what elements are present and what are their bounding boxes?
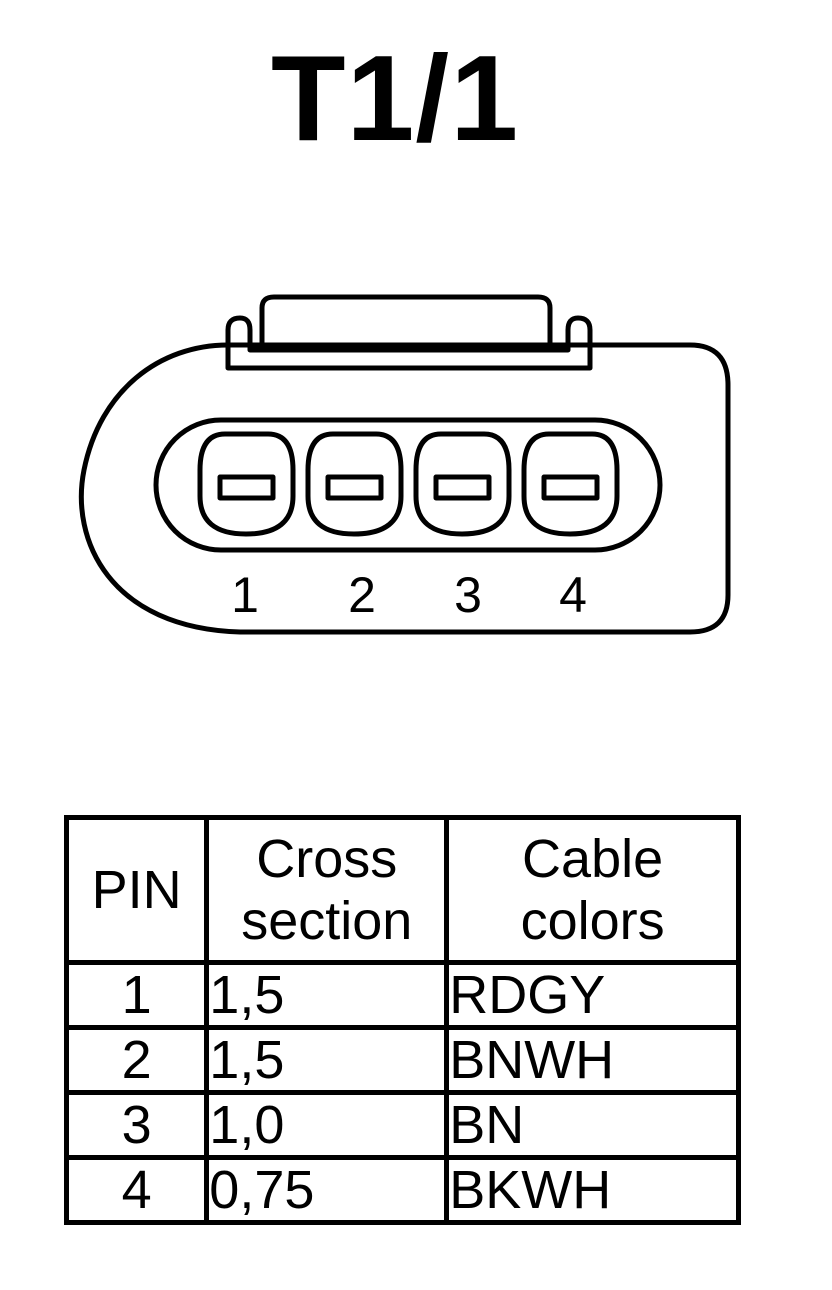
- table-row: 2 1,5 BNWH: [63, 1025, 741, 1095]
- pin-assignment-table: PIN Cross section Cable colors 1 1,5 RDG…: [63, 815, 741, 1225]
- cell-pin: 3: [63, 1090, 210, 1160]
- cell-cross-section: 0,75: [204, 1155, 450, 1225]
- pin-label-3: 3: [454, 567, 482, 623]
- header-pin: PIN: [63, 815, 210, 965]
- cell-pin: 4: [63, 1155, 210, 1225]
- pin-socket-1: [197, 431, 296, 537]
- cell-pin: 1: [63, 960, 210, 1030]
- pin-socket-2: [305, 431, 404, 537]
- table-header-row: PIN Cross section Cable colors: [63, 815, 741, 965]
- pin-cavity: [153, 417, 663, 553]
- connector-latch: [225, 315, 593, 371]
- cell-cross-section: 1,5: [204, 960, 450, 1030]
- cell-cable-color: RDGY: [444, 960, 741, 1030]
- header-cable-colors-line-2: colors: [520, 891, 665, 951]
- header-cross-section-line-1: Cross: [256, 829, 398, 889]
- pin-socket-4: [521, 431, 620, 537]
- table-row: 1 1,5 RDGY: [63, 960, 741, 1030]
- header-cable-colors: Cable colors: [444, 815, 741, 965]
- cell-pin: 2: [63, 1025, 210, 1095]
- pin-label-2: 2: [348, 567, 376, 623]
- header-cross-section: Cross section: [204, 815, 450, 965]
- connector-housing: [78, 342, 731, 635]
- cell-cross-section: 1,0: [204, 1090, 450, 1160]
- header-cross-section-line-2: section: [241, 891, 413, 951]
- table-row: 4 0,75 BKWH: [63, 1155, 741, 1225]
- pin-label-1: 1: [231, 567, 259, 623]
- connector-diagram: 1 2 3 4: [78, 294, 731, 635]
- table-row: 3 1,0 BN: [63, 1090, 741, 1160]
- connector-latch-tab: [259, 294, 553, 350]
- cell-cable-color: BKWH: [444, 1155, 741, 1225]
- cell-cross-section: 1,5: [204, 1025, 450, 1095]
- pin-socket-3: [413, 431, 512, 537]
- header-cable-colors-line-1: Cable: [522, 829, 664, 889]
- connector-title: T1/1: [270, 30, 520, 166]
- pin-label-4: 4: [559, 567, 587, 623]
- cell-cable-color: BNWH: [444, 1025, 741, 1095]
- cell-cable-color: BN: [444, 1090, 741, 1160]
